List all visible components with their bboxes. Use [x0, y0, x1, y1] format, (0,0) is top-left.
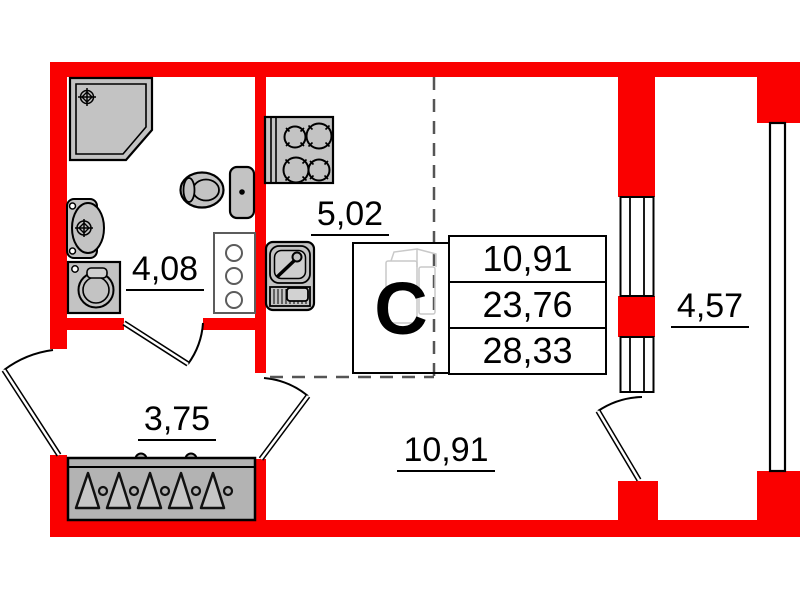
wall-balcony-middle: [618, 296, 655, 337]
wall-bathroom-bottom-left: [67, 318, 124, 330]
balcony-area-label: 4,57: [671, 289, 749, 328]
burner-icon: [307, 158, 331, 182]
faint-furniture-sketch: [385, 248, 437, 324]
kitchen-area-label: 5,02: [311, 197, 389, 236]
unit-type-box: С: [352, 242, 450, 374]
bathroom-door: [122, 320, 204, 367]
living-room-door: [258, 377, 311, 461]
hanger-icon: [74, 471, 109, 510]
wall-partition-upper: [255, 62, 266, 373]
wall-balcony-top: [618, 62, 655, 197]
hanger-icon: [105, 471, 140, 510]
faucet-icon: [275, 257, 298, 279]
area-table-row: 10,91: [482, 238, 573, 279]
wall-partition-lower: [255, 459, 266, 521]
wall-left-upper: [50, 62, 67, 349]
hanger-icon: [136, 471, 171, 510]
toilet: [179, 165, 256, 220]
kitchen-zone-dashed-line: [270, 77, 436, 379]
washbasin: [66, 198, 105, 259]
wall-top-right-block: [757, 62, 800, 123]
doors-layer: [1, 320, 643, 482]
washing-machine: [66, 260, 122, 315]
plumbing-shaft: [213, 232, 256, 314]
hanger-icon: [167, 471, 202, 510]
burner-icon: [305, 122, 333, 150]
drain-icon: [78, 88, 96, 106]
drain-icon: [75, 219, 93, 237]
burner-icon: [282, 156, 310, 184]
area-table-row: 23,76: [450, 281, 605, 327]
wall-bathroom-bottom-right: [203, 318, 255, 330]
windows-layer: [619, 121, 787, 473]
facade-window-right: [768, 121, 787, 473]
entry-door: [1, 349, 62, 457]
wall-bottom: [50, 520, 800, 537]
kitchen-sink: [264, 240, 316, 312]
balcony-door: [595, 396, 643, 482]
area-table-row: 28,33: [450, 327, 605, 373]
wall-top: [50, 62, 758, 77]
wall-left-lower: [50, 455, 67, 537]
hanger-icon: [199, 471, 234, 510]
stove: [263, 115, 335, 185]
balcony-window-lower: [619, 336, 655, 393]
wardrobe: [66, 452, 257, 522]
area-summary-table: 10,91 23,76 28,33: [448, 235, 607, 375]
wall-bottom-right-block: [757, 471, 800, 521]
unit-type-letter: С: [374, 266, 428, 350]
walls-layer: [50, 62, 800, 537]
bathroom-area-label: 4,08: [126, 252, 204, 291]
living-room-area-label: 10,91: [397, 433, 495, 472]
shower-cabin: [68, 76, 154, 162]
hallway-area-label: 3,75: [138, 402, 216, 441]
wall-balcony-bottom-block: [618, 481, 658, 521]
balcony-window-upper: [619, 196, 655, 297]
burner-icon: [283, 125, 307, 149]
